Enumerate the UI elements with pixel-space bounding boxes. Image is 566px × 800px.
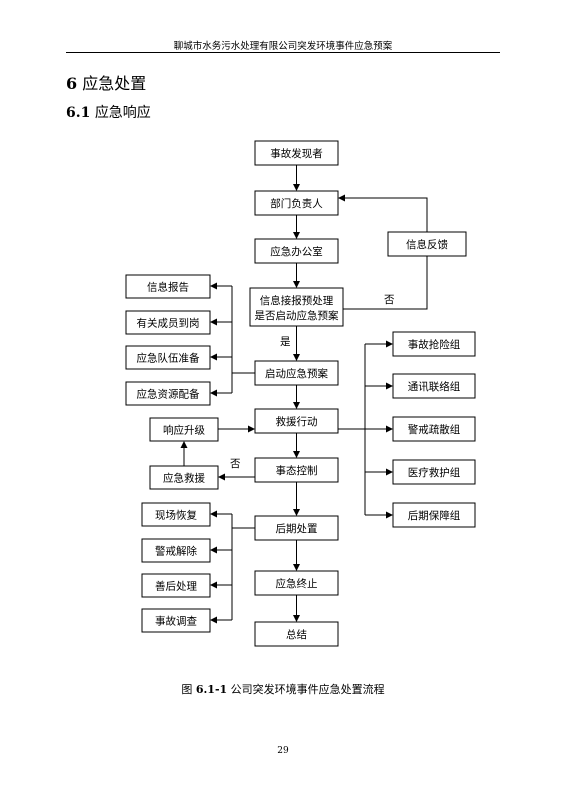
aftermath-label: 后期处置 [276, 523, 318, 535]
rescue-team-box [392, 331, 476, 357]
info-receive-label: 信息接报预处理 [260, 294, 334, 307]
info-receive-decision-box [249, 287, 344, 327]
rescue-action-box [254, 408, 339, 434]
medical-team-label: 医疗救护组 [408, 466, 461, 479]
page-number: 29 [277, 746, 289, 756]
figure-caption: 图 6.1-1 公司突发环境事件应急处置流程 [0, 681, 566, 697]
caption-number: 6.1-1 [195, 683, 228, 696]
alert-release-label: 警戒解除 [155, 545, 197, 558]
accident-investigation-label: 事故调查 [155, 615, 197, 628]
yes-label: 是 [280, 336, 291, 348]
section-title: 应急处置 [82, 74, 147, 93]
communication-team-label: 通讯联络组 [408, 380, 461, 393]
escalate-label: 响应升级 [163, 424, 205, 437]
team-prep-label: 应急队伍准备 [137, 352, 200, 365]
start-plan-question-label: 是否启动应急预案 [255, 309, 339, 322]
summary-label: 总结 [286, 628, 307, 641]
header-divider [66, 52, 500, 53]
terminate-label: 应急终止 [276, 577, 318, 590]
situation-control-label: 事态控制 [276, 464, 318, 477]
section-number: 6 [66, 74, 78, 93]
discoverer-label: 事故发现者 [270, 147, 323, 160]
page-header: 聊城市水务污水处理有限公司突发环境事件应急预案 [173, 41, 393, 52]
emergency-rescue-label: 应急救援 [163, 472, 205, 485]
feedback-label: 信息反馈 [406, 238, 448, 251]
members-on-duty-label: 有关成员到岗 [137, 317, 200, 330]
no-branch-line [343, 256, 428, 310]
terminate-box [254, 570, 339, 596]
evacuation-team-label: 警戒疏散组 [408, 423, 461, 436]
caption-text: 公司突发环境事件应急处置流程 [230, 683, 385, 696]
no-label-feedback: 否 [384, 294, 395, 306]
start-plan-label: 启动应急预案 [265, 367, 328, 380]
rescue-action-label: 救援行动 [276, 415, 318, 428]
situation-control-box [254, 457, 339, 483]
emergency-office-label: 应急办公室 [270, 245, 323, 258]
subsection-title: 应急响应 [94, 105, 151, 121]
dept-head-box [254, 190, 339, 216]
feedback-to-head-arrow [338, 194, 428, 232]
medical-team-box [392, 459, 476, 485]
summary-box [254, 621, 339, 647]
info-report-label: 信息报告 [147, 281, 189, 294]
evacuation-team-box [392, 416, 476, 442]
dept-head-label: 部门负责人 [270, 197, 323, 210]
no-label-control: 否 [230, 458, 241, 470]
logistics-team-box [392, 502, 476, 528]
caption-prefix: 图 [181, 683, 193, 696]
communication-team-box [392, 373, 476, 399]
rescue-team-label: 事故抢险组 [408, 338, 461, 351]
site-recovery-label: 现场恢复 [155, 509, 197, 522]
subsection-heading: 6.1 应急响应 [66, 102, 151, 122]
emergency-office-box [254, 238, 339, 264]
start-plan-box [254, 360, 339, 386]
resource-allocation-label: 应急资源配备 [137, 388, 200, 401]
section-heading: 6 应急处置 [66, 70, 146, 94]
subsection-number: 6.1 [66, 105, 91, 121]
aftercare-label: 善后处理 [155, 580, 197, 593]
logistics-team-label: 后期保障组 [408, 509, 461, 522]
